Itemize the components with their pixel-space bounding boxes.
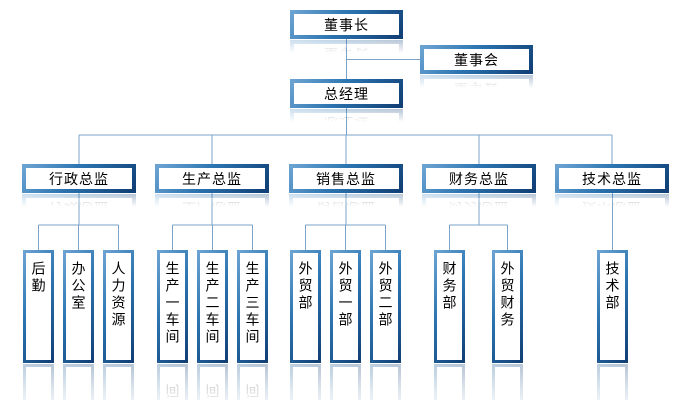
node-chairman[interactable]: 董事长 xyxy=(290,10,403,39)
node-label: 外贸部 xyxy=(297,261,314,312)
node-foreign-trade-1[interactable]: 外贸一部 xyxy=(330,250,361,363)
node-foreign-trade-finance[interactable]: 外贸财务 xyxy=(492,250,523,363)
node-workshop-1[interactable]: 生产一车间 xyxy=(157,250,188,363)
node-label: 生产三车间 xyxy=(244,261,261,346)
node-director-admin[interactable]: 行政总监 xyxy=(22,164,136,193)
node-label: 总经理 xyxy=(324,85,369,102)
node-label: 董事长 xyxy=(324,16,369,33)
node-director-sales[interactable]: 销售总监 xyxy=(289,164,403,193)
node-tech-dept[interactable]: 技术部 xyxy=(597,250,628,363)
node-director-production[interactable]: 生产总监 xyxy=(155,164,269,193)
node-logistics[interactable]: 后勤 xyxy=(23,250,54,363)
node-director-tech[interactable]: 技术总监 xyxy=(555,164,669,193)
node-workshop-3[interactable]: 生产三车间 xyxy=(237,250,268,363)
node-general-manager[interactable]: 总经理 xyxy=(290,79,403,108)
node-label: 技术部 xyxy=(604,261,621,312)
node-label: 财务部 xyxy=(441,261,458,312)
node-label: 外贸一部 xyxy=(337,261,354,329)
node-label: 行政总监 xyxy=(49,170,109,187)
node-label: 生产二车间 xyxy=(204,261,221,346)
node-label: 办公室 xyxy=(70,261,87,312)
node-board[interactable]: 董事会 xyxy=(420,45,533,74)
node-label: 人力资源 xyxy=(110,261,127,329)
node-finance-dept[interactable]: 财务部 xyxy=(434,250,465,363)
node-foreign-trade-dept[interactable]: 外贸部 xyxy=(290,250,321,363)
node-label: 生产总监 xyxy=(182,170,242,187)
node-label: 外贸财务 xyxy=(499,261,516,329)
node-label: 技术总监 xyxy=(582,170,642,187)
node-label: 销售总监 xyxy=(316,170,376,187)
node-office[interactable]: 办公室 xyxy=(63,250,94,363)
node-label: 财务总监 xyxy=(449,170,509,187)
node-workshop-2[interactable]: 生产二车间 xyxy=(197,250,228,363)
node-label: 生产一车间 xyxy=(164,261,181,346)
node-label: 后勤 xyxy=(30,261,47,295)
node-director-finance[interactable]: 财务总监 xyxy=(422,164,536,193)
node-label: 董事会 xyxy=(454,51,499,68)
node-foreign-trade-2[interactable]: 外贸二部 xyxy=(370,250,401,363)
node-human-resources[interactable]: 人力资源 xyxy=(103,250,134,363)
node-label: 外贸二部 xyxy=(377,261,394,329)
